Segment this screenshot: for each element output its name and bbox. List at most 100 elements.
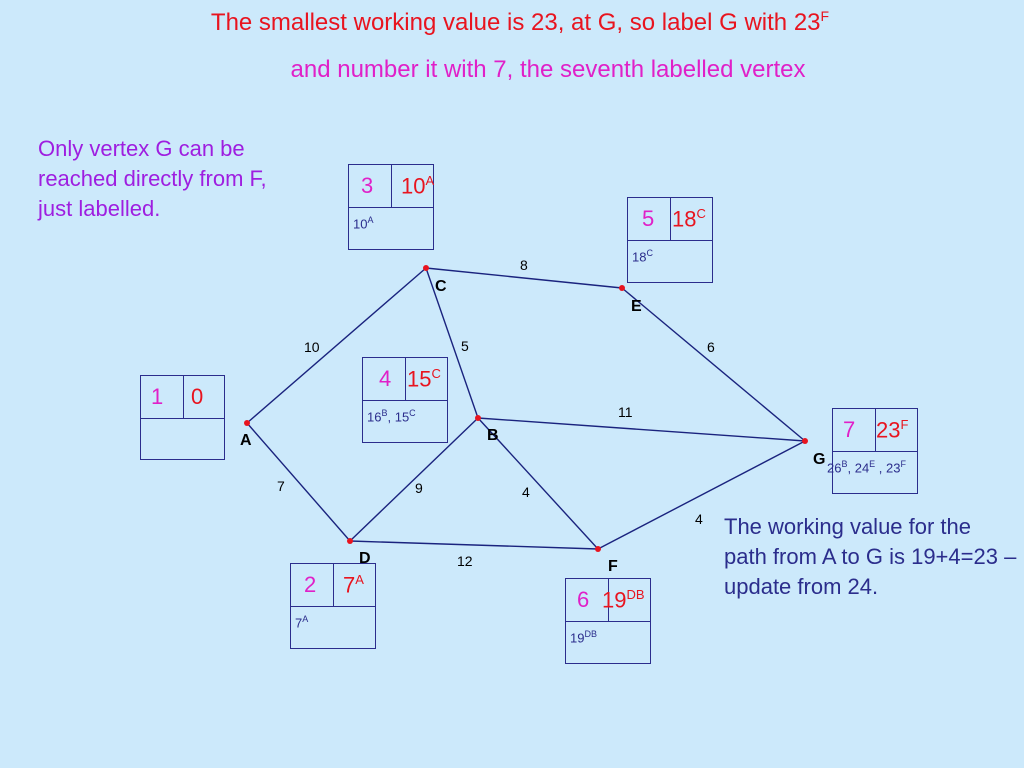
label-box-A-final: 0	[191, 384, 203, 410]
vertex-label-G: G	[813, 451, 826, 468]
weight-FG: 4	[695, 511, 703, 527]
label-box-D-working-sup: A	[302, 614, 309, 624]
title-line-1-text: The smallest working value is 23, at G, …	[210, 9, 821, 36]
label-box-C-working: 10A	[353, 215, 373, 231]
label-box-G-order: 7	[843, 417, 856, 442]
label-box-G-final-sup: F	[900, 417, 909, 432]
label-box-F-working-sup: DB	[584, 629, 597, 639]
label-box-E-final: 18C	[672, 206, 706, 232]
label-box-C-divider	[391, 165, 392, 207]
vertex-label-B: B	[487, 427, 499, 444]
label-box-A-divider	[183, 376, 184, 418]
label-box-F-divider	[608, 579, 609, 621]
vertex-dot-D	[347, 538, 353, 544]
label-box-B-working: 16B, 15C	[367, 408, 416, 424]
label-box-D-top	[291, 564, 375, 607]
label-box-G-working-c: , 23	[875, 460, 901, 476]
edge-BG	[477, 417, 806, 442]
label-box-G-working: 26B, 24E , 23F	[827, 459, 906, 475]
edge-FG	[597, 440, 806, 550]
label-box-F-top	[566, 579, 650, 622]
vertex-label-A: A	[240, 432, 252, 449]
vertex-label-D: D	[359, 550, 371, 567]
label-box-F-final-sup: DB	[626, 587, 645, 602]
label-box-E-working: 18C	[632, 248, 653, 264]
label-box-F-working-value: 19	[570, 630, 585, 646]
label-box-G-final-value: 23	[876, 417, 901, 443]
edge-CB	[425, 267, 479, 419]
edge-AD	[246, 422, 351, 542]
label-box-F-final: 19DB	[602, 587, 645, 613]
label-box-G-top	[833, 409, 917, 452]
label-box-D-final-value: 7	[343, 572, 356, 598]
label-box-E-working-sup: C	[646, 248, 653, 258]
weight-CB: 5	[461, 338, 469, 354]
edge-DF	[349, 540, 599, 550]
label-box-E-divider	[670, 198, 671, 240]
vertex-dot-C	[423, 265, 429, 271]
title-line-2: and number it with 7, the seventh labell…	[290, 56, 806, 83]
label-box-G-working-c-sup: F	[900, 459, 906, 469]
label-box-C-working-value: 10	[353, 216, 368, 232]
label-box-F-order: 6	[577, 587, 590, 612]
weight-BG: 11	[618, 404, 633, 420]
label-box-D: 2 7A 7A	[290, 563, 376, 649]
vertex-dot-A	[244, 420, 250, 426]
weight-AD: 7	[277, 478, 285, 494]
label-box-A-order: 1	[151, 384, 164, 409]
label-box-E-final-value: 18	[672, 206, 697, 232]
label-box-G-working-b-sup: E	[869, 459, 876, 469]
label-box-B-order: 4	[379, 366, 392, 391]
label-box-D-working: 7A	[295, 614, 308, 630]
label-box-F-final-value: 19	[602, 587, 627, 613]
label-box-A: 1 0	[140, 375, 225, 460]
weight-DF: 12	[457, 553, 473, 569]
label-box-E-working-value: 18	[632, 249, 647, 265]
vertex-label-C: C	[435, 278, 447, 295]
label-box-B: 4 15C 16B, 15C	[362, 357, 448, 443]
edge-CE	[425, 267, 623, 289]
weight-BD: 9	[415, 480, 423, 496]
weight-BF: 4	[522, 484, 530, 500]
vertex-dot-G	[802, 438, 808, 444]
label-box-A-final-value: 0	[191, 384, 204, 409]
label-box-B-working-a-sup: B	[381, 408, 388, 418]
label-box-G-divider	[875, 409, 876, 451]
label-box-B-working-b-sup: C	[409, 408, 416, 418]
note-right: The working value for the path from A to…	[724, 514, 1017, 599]
vertex-dot-B	[475, 415, 481, 421]
label-box-B-working-a: 16	[367, 409, 382, 425]
label-box-C-top	[349, 165, 433, 208]
label-box-C-working-sup: A	[367, 215, 374, 225]
edge-EG	[621, 287, 806, 442]
vertex-label-F: F	[608, 558, 618, 575]
weight-AC: 10	[304, 339, 320, 355]
label-box-F-working: 19DB	[570, 629, 597, 645]
label-box-C: 3 10A 10A	[348, 164, 434, 250]
label-box-E-top	[628, 198, 712, 241]
label-box-G: 7 23F 26B, 24E , 23F	[827, 408, 918, 494]
label-box-B-final: 15C	[407, 366, 441, 392]
label-box-C-final: 10A	[401, 173, 434, 199]
label-box-F: 6 19DB 19DB	[565, 578, 651, 664]
label-box-D-final: 7A	[343, 572, 364, 598]
label-box-G-final: 23F	[876, 417, 908, 443]
label-box-D-divider	[333, 564, 334, 606]
label-box-E-final-sup: C	[696, 206, 706, 221]
label-box-C-final-value: 10	[401, 173, 426, 199]
label-box-D-final-sup: A	[355, 572, 364, 587]
vertex-dot-E	[619, 285, 625, 291]
label-box-B-top	[363, 358, 447, 401]
edge-BD	[349, 417, 479, 542]
edge-BF	[477, 417, 599, 550]
label-box-A-top	[141, 376, 224, 419]
vertex-dot-F	[595, 546, 601, 552]
label-box-D-order: 2	[304, 572, 317, 597]
label-box-B-final-value: 15	[407, 366, 432, 392]
weight-CE: 8	[520, 257, 528, 273]
label-box-C-order: 3	[361, 173, 374, 198]
label-box-B-final-sup: C	[431, 366, 441, 381]
label-box-B-divider	[405, 358, 406, 400]
edge-AC	[246, 267, 427, 424]
